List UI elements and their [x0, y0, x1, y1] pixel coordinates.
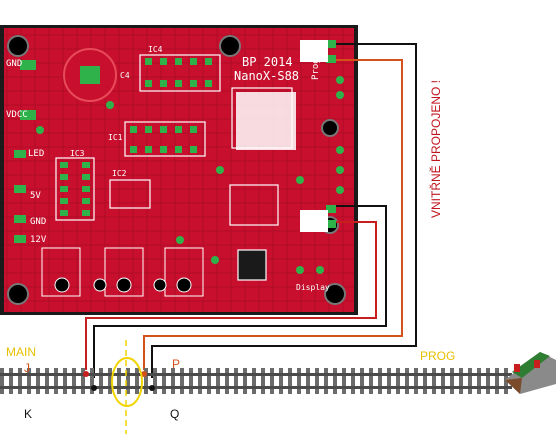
wires — [85, 43, 417, 378]
label-internally-connected: VNITŘNĚ PROPOJENO ! — [428, 80, 443, 218]
wire-main-black — [93, 205, 387, 378]
label-vdcc: VDCC — [6, 110, 28, 120]
wire-prog-black — [151, 43, 417, 378]
rail-connections — [83, 371, 155, 391]
label-ic1: IC1 — [108, 133, 123, 142]
rail-bottom — [0, 386, 512, 389]
rail-isolation-marker — [111, 340, 143, 434]
rail-top — [0, 373, 512, 376]
label-5v: 5V — [30, 191, 41, 201]
label-q: Q — [170, 407, 179, 421]
wire-main-red — [85, 221, 377, 370]
label-12v: 12V — [30, 235, 47, 245]
label-display: Display — [296, 283, 330, 292]
label-prog: PROG — [420, 349, 455, 363]
railway-track — [0, 352, 556, 394]
label-ic3: IC3 — [70, 149, 85, 158]
label-gnd-bottom: GND — [30, 217, 46, 227]
label-prog-board: Prog — [311, 58, 321, 80]
label-ic2: IC2 — [112, 169, 127, 178]
label-main-board: Main — [311, 210, 321, 232]
label-c4: C4 — [120, 71, 130, 80]
bottom-connectors — [41, 247, 204, 297]
label-main: MAIN — [6, 345, 36, 359]
label-ic4: IC4 — [148, 45, 163, 54]
pads — [14, 40, 344, 274]
relay — [236, 92, 296, 150]
label-gnd-top: GND — [6, 59, 22, 69]
label-p: P — [172, 357, 180, 371]
label-j: J — [24, 361, 30, 375]
sleepers — [0, 368, 508, 394]
board-title-2: NanoX-S88 — [234, 69, 299, 83]
board-title-1: BP 2014 — [242, 55, 293, 69]
pcb-board: BP 2014 NanoX-S88 GND VDCC LED 5V GND 12… — [0, 25, 358, 315]
label-k: K — [24, 407, 32, 421]
label-led: LED — [28, 149, 44, 159]
buffer-stop — [505, 352, 556, 394]
wire-prog-orange — [143, 59, 403, 370]
